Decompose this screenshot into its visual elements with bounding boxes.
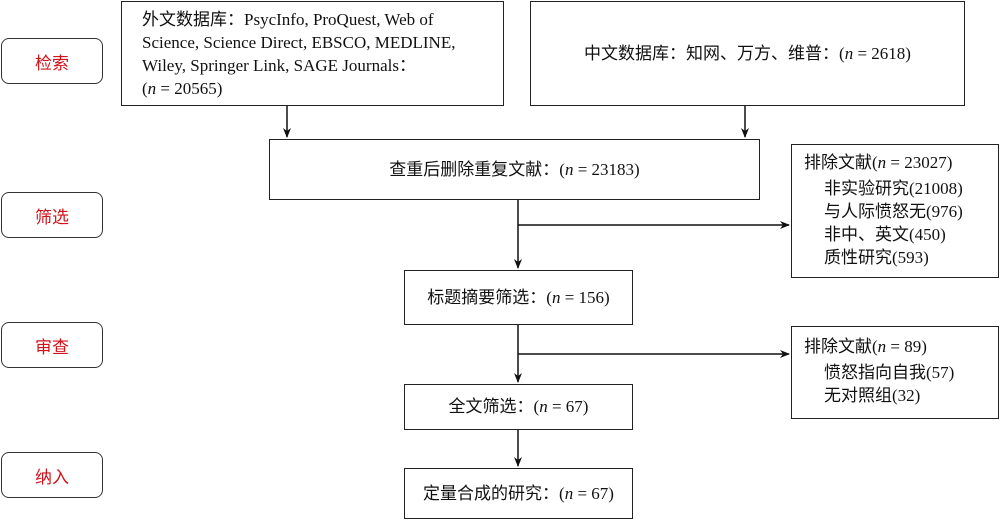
- box-text: 定量合成的研究：(: [423, 483, 565, 503]
- excluded-title: 排除文献(n = 23027): [804, 151, 998, 174]
- foreign-database-box: 外文数据库：PsycInfo, ProQuest, Web of Science…: [121, 1, 504, 106]
- foreign-db-line: Science, Science Direct, EBSCO, MEDLINE,: [142, 33, 456, 52]
- title-abstract-screening-box: 标题摘要筛选：(n = 156): [404, 270, 633, 325]
- count-variable: n: [539, 397, 548, 416]
- count-value: = 20565): [156, 79, 223, 98]
- excluded-records-box-2: 排除文献(n = 89) 愤怒指向自我(57) 无对照组(32): [791, 326, 999, 419]
- box-text: 全文筛选：(: [448, 397, 540, 416]
- count-value: = 23183): [573, 159, 640, 179]
- stage-search: 检索: [1, 38, 103, 84]
- excluded-reason: 愤怒指向自我(57): [824, 363, 955, 382]
- stage-review: 审查: [1, 322, 103, 368]
- count-value: = 2618): [853, 43, 911, 63]
- count-variable: n: [877, 337, 887, 356]
- excluded-label: 排除文献(: [804, 337, 878, 356]
- chinese-db-text: 中文数据库：知网、万方、维普：(n = 2618): [584, 43, 911, 65]
- count-value: = 23027): [886, 153, 953, 172]
- count-variable: n: [564, 159, 574, 179]
- count-variable: n: [844, 43, 854, 63]
- box-text: 标题摘要筛选：(: [427, 287, 552, 307]
- excluded-reason: 非中、英文(450): [824, 225, 946, 244]
- count-variable: n: [564, 483, 574, 503]
- excluded-title: 排除文献(n = 89): [804, 335, 998, 358]
- included-text: 定量合成的研究：(n = 67): [423, 483, 614, 505]
- foreign-db-line: 外文数据库：PsycInfo, ProQuest, Web of: [142, 10, 434, 29]
- excluded-reason: 非实验研究(21008): [824, 179, 963, 198]
- foreign-db-count: (n = 20565): [142, 77, 503, 100]
- stage-label: 审查: [35, 337, 69, 357]
- excluded-reason: 质性研究(593): [824, 248, 929, 267]
- count-variable: n: [551, 287, 561, 307]
- fulltext-text: 全文筛选：(n = 67): [449, 396, 589, 418]
- excluded-reason: 与人际愤怒无(976): [824, 202, 963, 221]
- count-value: = 89): [886, 337, 927, 356]
- foreign-db-line: Wiley, Springer Link, SAGE Journals：: [142, 56, 416, 75]
- count-variable: n: [147, 79, 157, 98]
- stage-screening: 筛选: [1, 192, 103, 238]
- count-prefix: (: [142, 79, 148, 98]
- chinese-database-box: 中文数据库：知网、万方、维普：(n = 2618): [530, 1, 965, 106]
- stage-label: 筛选: [35, 207, 69, 227]
- count-value: = 67): [573, 483, 614, 503]
- box-text: 查重后删除重复文献：(: [389, 159, 565, 179]
- fulltext-screening-box: 全文筛选：(n = 67): [404, 384, 633, 430]
- title-abstract-text: 标题摘要筛选：(n = 156): [427, 287, 609, 309]
- count-variable: n: [877, 153, 887, 172]
- excluded-reason: 无对照组(32): [824, 386, 921, 405]
- deduplication-box: 查重后删除重复文献：(n = 23183): [269, 139, 760, 200]
- dedup-text: 查重后删除重复文献：(n = 23183): [389, 159, 639, 181]
- box-text: 中文数据库：知网、万方、维普：(: [584, 43, 845, 63]
- count-value: = 156): [560, 287, 610, 307]
- count-value: = 67): [547, 397, 589, 416]
- stage-label: 检索: [35, 53, 69, 73]
- included-studies-box: 定量合成的研究：(n = 67): [404, 468, 633, 519]
- stage-inclusion: 纳入: [1, 452, 103, 498]
- excluded-records-box-1: 排除文献(n = 23027) 非实验研究(21008) 与人际愤怒无(976)…: [791, 144, 999, 278]
- stage-label: 纳入: [35, 467, 69, 487]
- excluded-label: 排除文献(: [804, 153, 878, 172]
